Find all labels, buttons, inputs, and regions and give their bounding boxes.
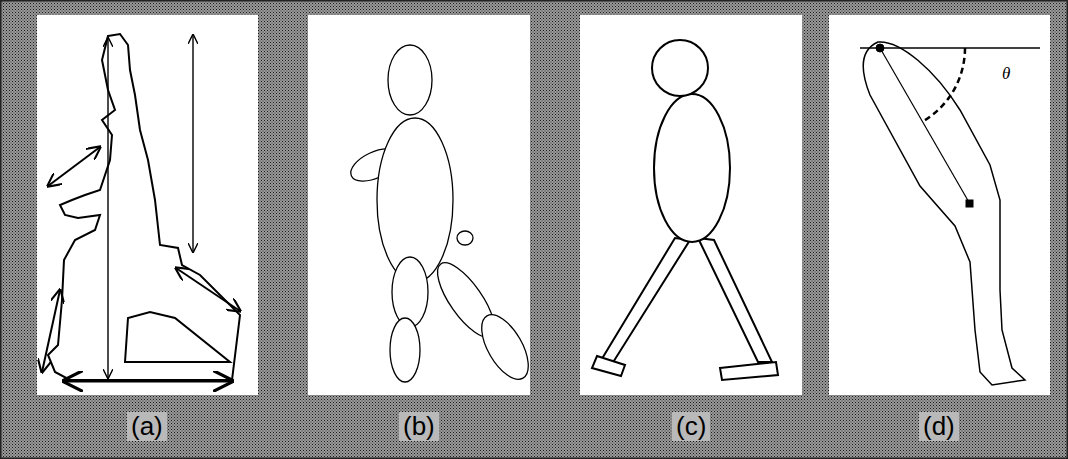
measurement-arrows — [42, 35, 240, 381]
ellipse-model — [346, 45, 538, 387]
panel — [580, 15, 802, 395]
panel-label: (d) — [919, 412, 959, 441]
panel — [829, 15, 1050, 395]
silhouette — [48, 34, 240, 380]
panel — [37, 15, 258, 395]
leg-angle — [860, 42, 1040, 385]
stick-model — [592, 40, 778, 380]
panel-label: (c) — [672, 412, 710, 441]
panel-label: (a) — [127, 412, 167, 441]
panel-label: (b) — [399, 412, 439, 441]
angle-symbol: θ — [1001, 65, 1011, 84]
